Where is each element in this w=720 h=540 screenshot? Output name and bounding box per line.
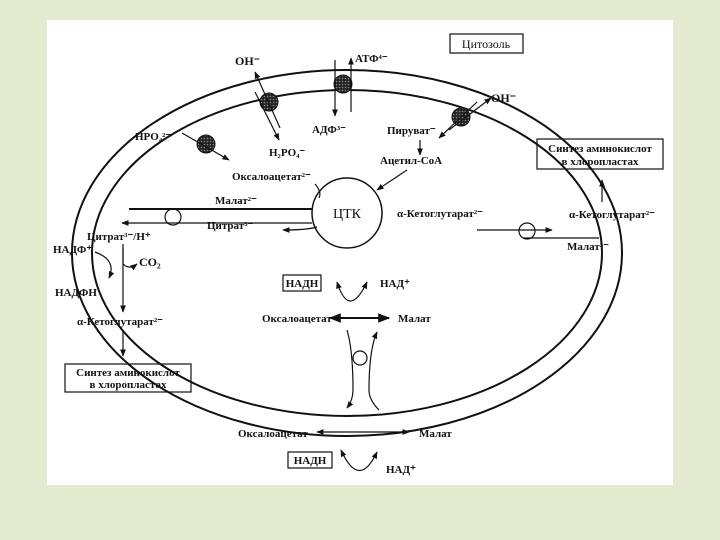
nadp-arrow: [94, 251, 115, 279]
pyruvate-in-arrow: [438, 101, 478, 139]
malate-outer-label: Малат: [419, 428, 452, 440]
cytosol-label: Цитозоль: [462, 37, 511, 51]
malate-inner-label: Малат²⁻: [215, 195, 257, 207]
shuttle-right-arrow: [368, 331, 380, 411]
hpo4-label: HPO₄²⁻: [135, 131, 171, 143]
malate-inner-bottom-label: Малат: [398, 313, 431, 325]
nadh-nad-inner-arrow: [336, 281, 368, 302]
ketoglutarate-right-label: α-Кетоглутарат²⁻: [569, 209, 655, 221]
outer-membrane: [71, 69, 623, 437]
synthesis-left-box: [64, 363, 192, 393]
oxaloacetate-top-label: Оксалоацетат²⁻: [232, 171, 311, 183]
oh-left-label: OH⁻: [235, 54, 260, 68]
acetyl-coa-label: Ацетил-CoA: [380, 155, 442, 167]
oh-right-label: OH⁻: [491, 91, 516, 105]
synthesis-right-box: [536, 138, 664, 170]
atp-label: АТФ⁴⁻: [355, 53, 388, 65]
atp-adp-transporter: [333, 74, 353, 94]
nadh-nad-outer-arrow: [340, 449, 378, 471]
tca-label: ЦТК: [333, 207, 362, 222]
nad-outer-label: НАД⁺: [386, 464, 416, 476]
oxaloacetate-inner-label: Оксалоацетат: [262, 313, 332, 325]
oxaloacetate-link: [314, 183, 321, 199]
oxaloacetate-outer-label: Оксалоацетат: [238, 428, 308, 440]
shuttle-transporter: [352, 350, 368, 366]
co2-label: CO₂: [139, 255, 161, 269]
synthesis-left-line2: в хлоропластах: [90, 379, 167, 391]
citrate-out-label: Цитрат³⁻/H⁺: [87, 231, 151, 243]
nadh-outer-box: [287, 451, 333, 469]
oh-in-arrow: [254, 91, 280, 141]
acetyl-to-tca-arrow: [376, 169, 408, 191]
citrate-inner-label: Цитрат³⁻: [207, 220, 253, 232]
synthesis-right-line2: в хлоропластах: [562, 156, 639, 168]
cytosol-box: [449, 33, 524, 54]
synthesis-left-line1: Синтез аминокислот: [76, 367, 180, 379]
malate-right-label: Малат²⁻: [567, 241, 609, 253]
ketoglutarate-malate-transporter: [518, 222, 536, 240]
nadph-label: НАДФН: [55, 287, 97, 299]
nad-inner-label: НАД⁺: [380, 278, 410, 290]
pyruvate-label: Пируват⁻: [387, 125, 436, 137]
slide-frame: Цитозоль ЦТК OH⁻ АТФ⁴⁻ АДФ³⁻ OH⁻ Пируват…: [47, 20, 673, 485]
h2po4-label: H₂PO₄⁻: [269, 147, 305, 159]
oh-out-arrow: [254, 71, 281, 129]
nadp-label: НАДФ⁺: [53, 244, 92, 256]
nadh-inner-label: НАДН: [286, 278, 319, 290]
ketoglutarate-left-label: α-Кетоглутарат²⁻: [77, 316, 163, 328]
mitochondria-diagram: Цитозоль ЦТК OH⁻ АТФ⁴⁻ АДФ³⁻ OH⁻ Пируват…: [53, 33, 664, 476]
nadh-inner-box: [282, 274, 322, 292]
tca-cycle: [311, 177, 383, 249]
oh-right-arrow: [448, 97, 492, 131]
nadh-outer-label: НАДН: [294, 455, 327, 467]
phosphate-transporter: [196, 134, 216, 154]
ketoglutarate-inner-label: α-Кетоглутарат²⁻: [397, 208, 483, 220]
tca-to-citrate-arrow: [282, 226, 318, 233]
shuttle-left-arrow: [346, 329, 354, 409]
synthesis-right-line1: Синтез аминокислот: [548, 143, 652, 155]
co2-arrow: [122, 248, 138, 271]
adp-label: АДФ³⁻: [312, 124, 346, 136]
phosphate-in-arrow: [181, 132, 230, 161]
